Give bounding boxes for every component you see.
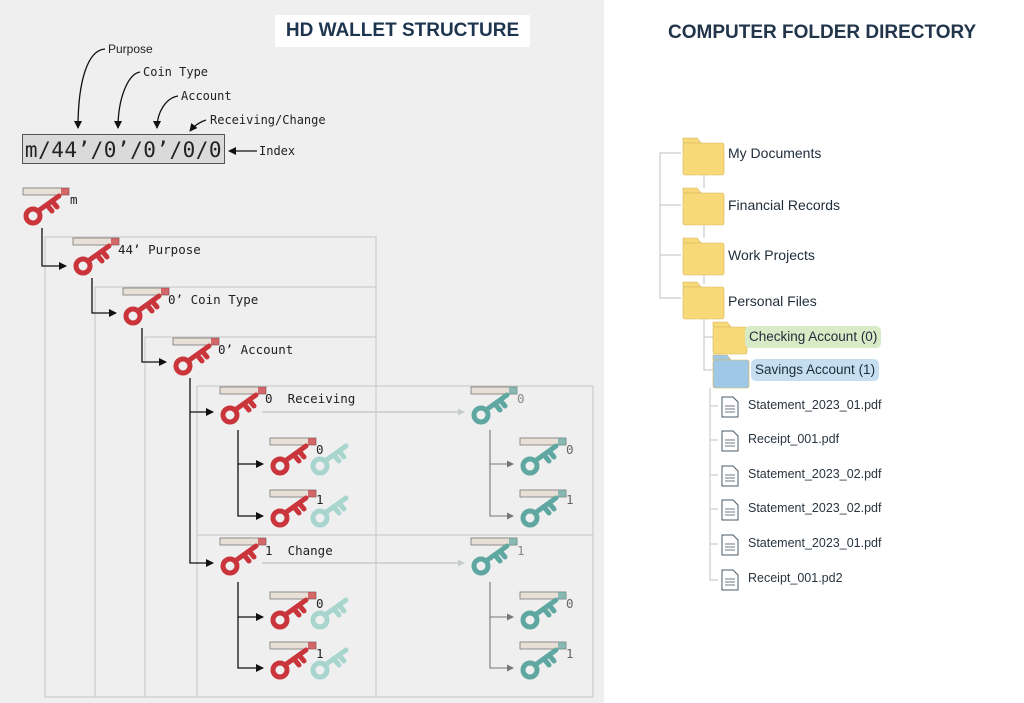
child-private-key-icon [269, 591, 317, 630]
receiving-private-key-icon [219, 386, 267, 425]
neuter-arrows [262, 408, 465, 567]
change-private-key-icon [219, 537, 267, 576]
savings-account-folder-icon[interactable] [712, 354, 750, 389]
file-document-icon [721, 465, 739, 487]
coin-type-level-label: 0’ Coin Type [168, 292, 259, 307]
folder-directory-title: COMPUTER FOLDER DIRECTORY [668, 22, 977, 43]
account-level-label: 0’ Account [218, 342, 294, 357]
child-private-key-icon [269, 641, 317, 680]
folder-savings-account[interactable]: Savings Account (1) [751, 359, 880, 381]
public-tree-connectors [489, 430, 514, 672]
purpose-annotation: Purpose [108, 42, 153, 56]
child-public-key-icon [310, 597, 349, 630]
receiving-level-label: 0 Receiving [265, 391, 356, 406]
financial-records-folder-icon[interactable] [682, 187, 725, 226]
annotation-arrows [74, 48, 257, 155]
file-document-icon [721, 534, 739, 556]
public-receiving-label: 0 [517, 391, 525, 406]
receiving-public-key-icon [470, 386, 518, 425]
keys-layer [22, 187, 567, 680]
derivation-path: m/44’/0’/0’/0/0 [22, 134, 225, 164]
child-private-key-icon [269, 489, 317, 528]
account-private-key-icon [172, 337, 220, 376]
receiving-index-0-label: 0 [316, 442, 324, 457]
index-annotation: Index [259, 144, 296, 158]
receiving-change-annotation: Receiving/Change [210, 113, 326, 127]
file-document-icon [721, 569, 739, 591]
folders-layer [682, 137, 750, 591]
child-private-key-icon [269, 437, 317, 476]
child-public-key-icon [310, 495, 349, 528]
child-public-key-icon [310, 647, 349, 680]
public-receiving-index-1-label: 1 [566, 492, 574, 507]
file-document-icon [721, 430, 739, 452]
file-document-icon [721, 396, 739, 418]
public-change-label: 1 [517, 543, 525, 558]
level-boxes [44, 236, 594, 698]
folder-checking-account[interactable]: Checking Account (0) [745, 326, 882, 348]
folder-financial-records[interactable]: Financial Records [728, 197, 841, 213]
public-change-index-1-label: 1 [566, 646, 574, 661]
child-public-key-icon [519, 641, 567, 680]
change-level-label: 1 Change [265, 543, 333, 558]
purpose-level-label: 44’ Purpose [118, 242, 201, 257]
child-public-key-icon [519, 591, 567, 630]
folder-my-documents[interactable]: My Documents [728, 145, 822, 161]
change-public-key-icon [470, 537, 518, 576]
file-item[interactable]: Statement_2023_02.pdf [748, 501, 882, 515]
account-annotation: Account [181, 89, 232, 103]
child-public-key-icon [519, 489, 567, 528]
folder-personal-files[interactable]: Personal Files [728, 293, 817, 309]
public-change-index-0-label: 0 [566, 596, 574, 611]
file-document-icon [721, 499, 739, 521]
master-key-label: m [70, 192, 78, 207]
file-item[interactable]: Receipt_001.pdf [748, 432, 840, 446]
checking-account-folder-icon[interactable] [712, 321, 748, 355]
personal-files-folder-icon[interactable] [682, 281, 725, 320]
change-index-0-label: 0 [316, 596, 324, 611]
folder-directory-panel [604, 0, 1024, 703]
receiving-index-1-label: 1 [316, 492, 324, 507]
purpose-private-key-icon [72, 237, 120, 276]
change-index-1-label: 1 [316, 646, 324, 661]
coin-type-annotation: Coin Type [143, 65, 209, 79]
coin-type-private-key-icon [122, 287, 170, 326]
my-documents-folder-icon[interactable] [682, 137, 725, 176]
child-public-key-icon [310, 443, 349, 476]
folder-work-projects[interactable]: Work Projects [728, 247, 815, 263]
file-item[interactable]: Statement_2023_01.pdf [748, 398, 882, 412]
hd-wallet-panel [0, 0, 604, 703]
child-public-key-icon [519, 437, 567, 476]
tree-connectors [41, 228, 264, 672]
file-item[interactable]: Statement_2023_01.pdf [748, 536, 882, 550]
file-item[interactable]: Receipt_001.pd2 [748, 571, 843, 585]
file-item[interactable]: Statement_2023_02.pdf [748, 467, 882, 481]
hd-wallet-title: HD WALLET STRUCTURE [275, 15, 530, 47]
work-projects-folder-icon[interactable] [682, 237, 725, 276]
public-receiving-index-0-label: 0 [566, 442, 574, 457]
master-private-key-icon [22, 187, 70, 226]
